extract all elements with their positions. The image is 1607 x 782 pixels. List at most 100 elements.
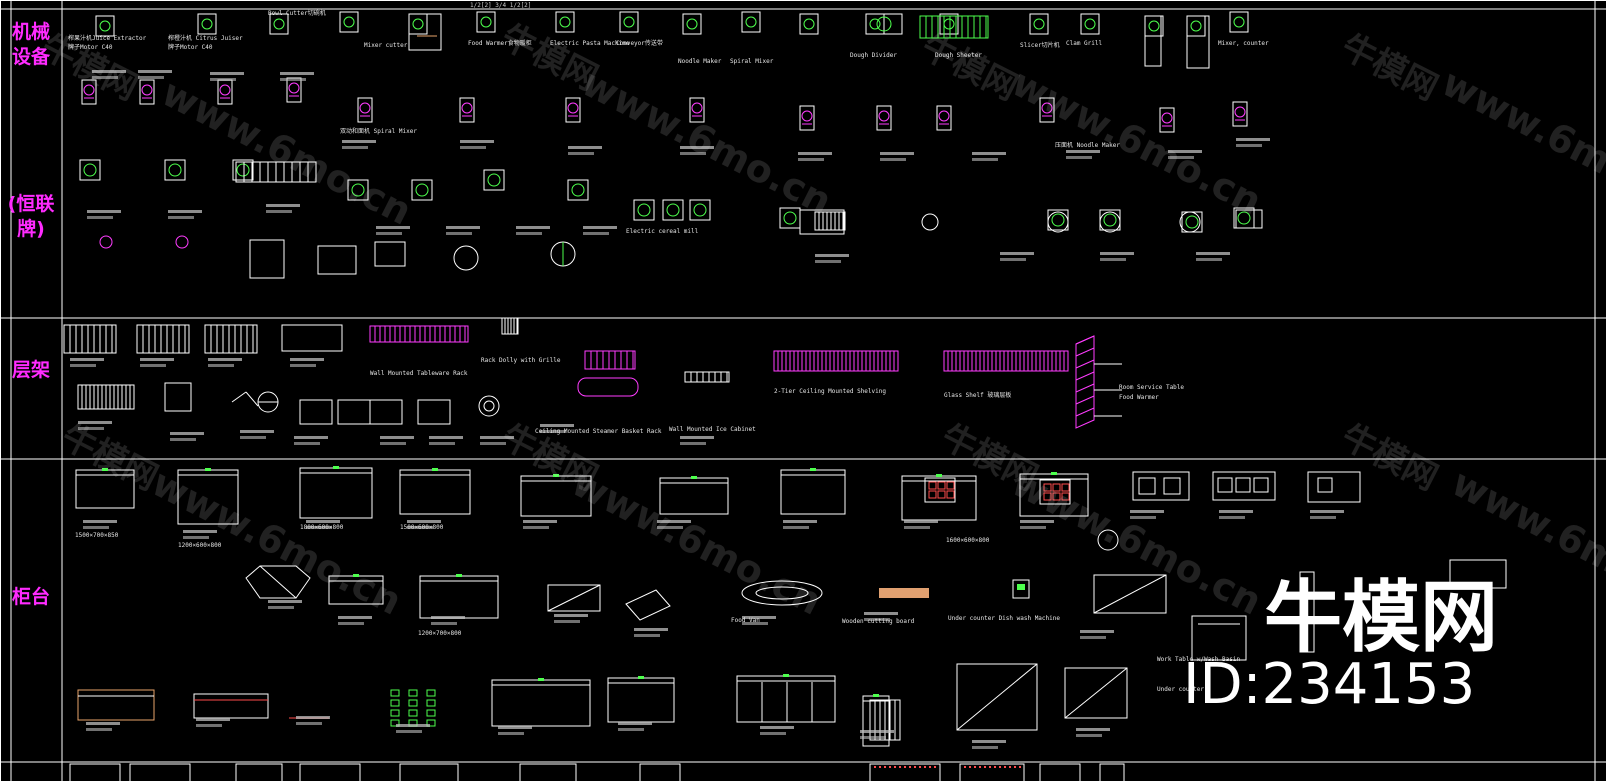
caption-line — [268, 600, 302, 603]
food-van-oval-inner — [755, 586, 809, 600]
caption-line — [783, 520, 817, 523]
caption-line — [680, 146, 714, 149]
caption-line — [634, 634, 660, 637]
bottom-row-unit — [519, 763, 577, 782]
caption-line — [266, 204, 300, 207]
caption-line — [407, 526, 433, 529]
caption-line — [290, 364, 316, 367]
disc-unit — [1047, 211, 1069, 233]
corner-piece — [625, 589, 671, 621]
grid-cell-red — [928, 490, 937, 499]
mixer-bowl — [359, 102, 371, 114]
equipment-label-glass-shelf: Glass Shelf 玻璃层板 — [944, 392, 1012, 399]
equipment-label-juice-brand: 牌子Motor C40 — [68, 44, 113, 51]
caption-line — [140, 364, 166, 367]
caption-line — [523, 520, 557, 523]
dual-counter — [193, 693, 269, 719]
dough-sheeter-rolls — [919, 15, 989, 39]
caption-line — [338, 622, 364, 625]
long-counter — [419, 575, 499, 619]
appliance-knob — [571, 183, 585, 197]
machine-icon-detail — [343, 16, 355, 28]
cereal-mill-grid — [814, 211, 846, 231]
service-table-rib — [1075, 383, 1095, 393]
work-table-wash — [1191, 615, 1247, 661]
counter-marker — [205, 468, 211, 471]
equipment-label-spiral: Spiral Mixer — [730, 58, 774, 65]
appliance-icon — [633, 199, 655, 221]
equipment-label-electric-pasta: Electric Pasta Machine — [550, 40, 630, 47]
machine-icon — [682, 13, 702, 35]
machine-icon-detail — [412, 18, 424, 30]
caption-line — [196, 718, 230, 721]
socket-grid — [426, 719, 436, 727]
tableware-washer — [374, 241, 406, 267]
counter-diagonal — [547, 584, 601, 612]
appliance-knob — [1103, 213, 1117, 227]
grid-cell-red — [1052, 492, 1061, 501]
caption-line — [170, 432, 204, 435]
equipment-label-ceiling-shelving: 2-Tier Ceiling Mounted Shelving — [774, 388, 886, 395]
sink-bowl — [1217, 477, 1233, 493]
red-dot — [1009, 766, 1011, 768]
caption-line — [1100, 252, 1134, 255]
corner-counter-diagonal — [259, 565, 297, 599]
caption-line — [87, 210, 121, 213]
caption-line — [798, 158, 824, 161]
machine-icon-detail — [201, 18, 213, 30]
caption-line — [1196, 258, 1222, 261]
trolley-handle — [231, 391, 247, 403]
red-dot — [1019, 766, 1021, 768]
caption-line — [972, 746, 998, 749]
caption-line — [742, 622, 768, 625]
counter-marker — [691, 476, 697, 479]
caption-line — [498, 732, 524, 735]
equipment-label-dims-b: 1200×600×800 — [178, 542, 222, 549]
service-table-rib — [1075, 407, 1095, 417]
equipment-label-noodle: Noodle Maker — [678, 58, 722, 65]
grid-cell-red — [928, 481, 937, 490]
grid-cabinet — [1039, 479, 1071, 505]
appliance-icon — [689, 199, 711, 221]
conveyor-frame — [235, 161, 317, 183]
cereal-mill-body — [799, 209, 845, 235]
caption-line — [680, 442, 706, 445]
machine-icon-detail — [686, 18, 698, 30]
caption-line — [1066, 156, 1092, 159]
caption-line — [296, 722, 322, 725]
caption-line — [568, 146, 602, 149]
appliance-knob — [693, 203, 707, 217]
socket-grid — [390, 699, 400, 707]
service-table-rib — [1075, 371, 1095, 381]
red-dot — [994, 766, 996, 768]
machine-icon-detail — [623, 16, 635, 28]
equipment-label-wall-cabinet: Wall Mounted Ice Cabinet — [669, 426, 756, 433]
appliance-knob — [1051, 213, 1065, 227]
bottom-row-unit — [959, 763, 1025, 782]
disc-unit — [1099, 211, 1121, 233]
food-warmer-icon — [865, 13, 903, 35]
caption-line — [92, 76, 118, 79]
dishwasher-icon — [1012, 579, 1030, 599]
caption-line — [196, 724, 222, 727]
red-dot — [919, 766, 921, 768]
mixer-body — [357, 97, 373, 123]
caption-line — [864, 612, 898, 615]
food-van-oval — [741, 580, 823, 606]
caption-line — [680, 436, 714, 439]
caption-line — [554, 620, 580, 623]
pump-icon — [175, 235, 189, 249]
machine-icon — [408, 13, 428, 35]
mixer-bowl — [938, 110, 950, 122]
cutting-station — [77, 689, 155, 721]
equipment-label-dims-f: 1600×600×800 — [946, 537, 990, 544]
equipment-label-rack-dolly: Rack Dolly with Grille — [481, 357, 561, 364]
machine-icon — [1029, 13, 1049, 35]
grid-cell-red — [946, 481, 955, 490]
pump-icon — [99, 235, 113, 249]
triple-sink — [1212, 471, 1276, 501]
mixer-body — [565, 97, 581, 123]
red-dot — [894, 766, 896, 768]
bottom-row-unit — [639, 763, 681, 782]
